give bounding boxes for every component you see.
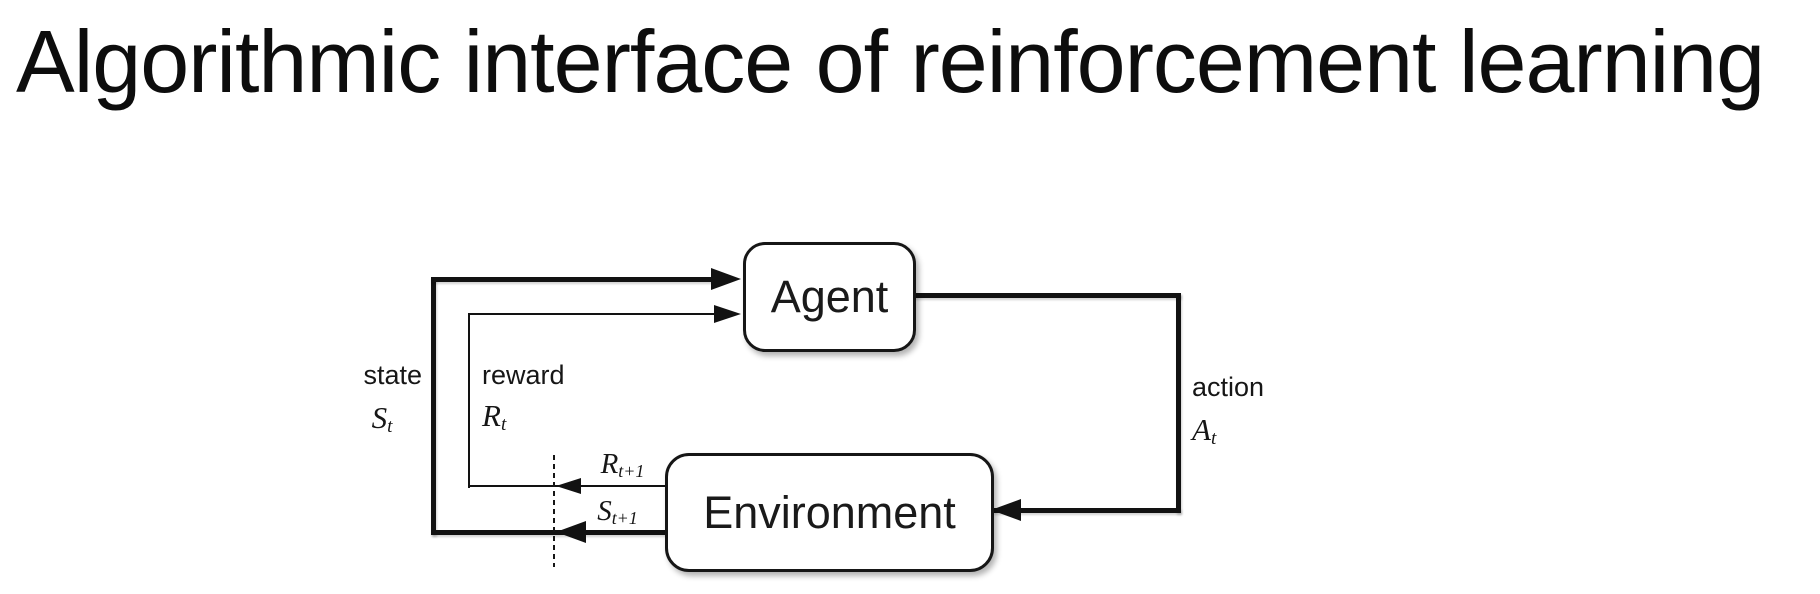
state-symbol-label: St	[371, 400, 393, 437]
reward-symbol-label: Rt	[482, 398, 507, 435]
action-arrowhead-icon	[991, 499, 1021, 521]
reward-line-top	[467, 312, 716, 315]
state-next-line	[430, 529, 671, 535]
state-next-symbol-label: St+1	[597, 495, 638, 528]
agent-node: Agent	[743, 242, 916, 352]
reward-word-label: reward	[482, 360, 565, 390]
reward-next-arrowhead-icon	[556, 477, 581, 494]
state-line-top	[430, 276, 713, 282]
reward-line-vertical	[467, 312, 470, 488]
reward-next-symbol-label: Rt+1	[600, 448, 645, 481]
state-next-arrowhead-icon	[556, 521, 586, 543]
action-line-top	[905, 292, 1181, 298]
action-word-label: action	[1192, 372, 1265, 402]
action-symbol-label: At	[1192, 412, 1217, 449]
environment-node: Environment	[665, 453, 994, 572]
state-word-label: state	[363, 360, 422, 390]
action-line-bottom	[993, 507, 1181, 513]
slide-title: Algorithmic interface of reinforcement l…	[16, 12, 1765, 111]
action-line-vertical	[1175, 292, 1181, 513]
time-step-divider	[552, 455, 555, 567]
state-arrowhead-icon	[711, 268, 741, 290]
agent-label: Agent	[770, 271, 889, 322]
environment-label: Environment	[703, 486, 956, 538]
state-line-vertical	[430, 276, 436, 535]
reward-arrowhead-icon	[714, 304, 741, 323]
